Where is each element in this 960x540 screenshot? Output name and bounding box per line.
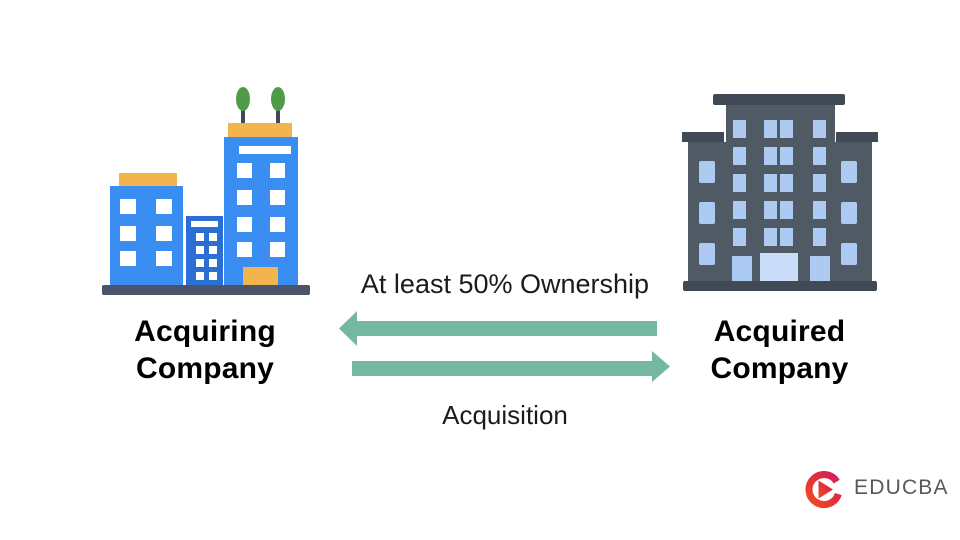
windows	[120, 199, 172, 266]
windows	[196, 233, 217, 280]
label-line: Company	[710, 352, 849, 385]
right-wing	[834, 132, 878, 281]
educba-logo-text: EDUCBA	[854, 476, 949, 499]
left-wing	[682, 132, 726, 281]
ground-base	[102, 285, 310, 295]
right-pointing-arrow	[352, 351, 670, 382]
left-pointing-arrow	[339, 311, 657, 346]
label-line: Acquiring	[134, 315, 276, 348]
label-line: Company	[135, 352, 275, 385]
doors	[732, 253, 830, 281]
relationship-arrows	[339, 311, 670, 382]
acquiring-company-buildings-icon	[102, 87, 310, 295]
roof-tree-icon	[271, 87, 285, 125]
educba-logo: EDUCBA	[802, 464, 949, 512]
label-line: Acquired	[713, 315, 846, 348]
play-icon	[818, 480, 833, 499]
acquiring-company-label: Acquiring Company	[85, 313, 325, 387]
windows	[733, 120, 826, 246]
educba-logo-icon	[805, 471, 842, 509]
windows	[699, 161, 715, 265]
ground-base	[683, 281, 877, 291]
tower-building	[224, 87, 298, 285]
central-tower	[713, 94, 845, 281]
roof-tree-icon	[236, 87, 250, 125]
door	[243, 267, 278, 285]
middle-building	[186, 216, 223, 285]
windows	[237, 163, 285, 257]
ownership-arrow-label: At least 50% Ownership	[360, 269, 650, 299]
acquired-company-building-icon	[682, 94, 878, 291]
windows	[841, 161, 857, 265]
acquisition-arrow-label: Acquisition	[442, 400, 568, 430]
acquired-company-label: Acquired Company	[667, 313, 892, 387]
left-low-building	[110, 173, 183, 285]
